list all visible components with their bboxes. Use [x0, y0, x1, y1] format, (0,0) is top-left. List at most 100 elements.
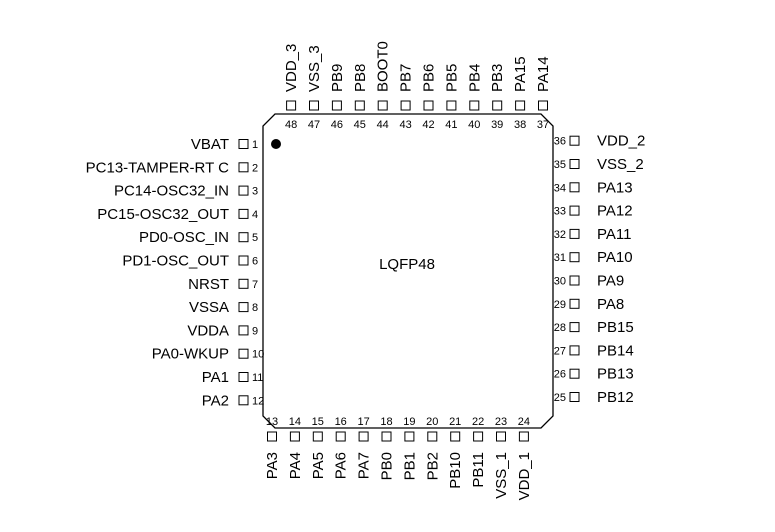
pin-label: PA8: [597, 296, 624, 313]
pin-number: 16: [335, 416, 347, 428]
chip-body-outline: [262, 113, 554, 429]
pin-label: PA3: [264, 452, 281, 479]
pin-number: 3: [252, 186, 258, 198]
pin-number: 5: [252, 232, 258, 244]
pin-label: PA1: [202, 369, 229, 386]
pin-pad: [492, 100, 503, 111]
pin-label: PD1-OSC_OUT: [122, 253, 229, 270]
pin-label: VSS_3: [306, 45, 323, 92]
pin-number: 31: [554, 252, 566, 264]
pin-label: PA11: [597, 226, 631, 243]
pin-pad: [423, 100, 434, 111]
pin-label: PA9: [597, 273, 624, 290]
pin-label: PA4: [287, 452, 304, 479]
pin-number: 43: [399, 119, 411, 131]
pin-label: PA15: [512, 56, 529, 92]
pin-pad: [238, 232, 249, 243]
pin-number: 44: [377, 119, 389, 131]
pin-pad: [569, 135, 580, 146]
pin-number: 10: [252, 349, 264, 361]
pin-pad: [354, 100, 365, 111]
pin-number: 15: [312, 416, 324, 428]
pin-pad: [496, 431, 506, 442]
pin-pad: [569, 298, 580, 309]
pin-label: VBAT: [191, 136, 229, 153]
pin-pad: [569, 159, 580, 169]
pin-pad: [473, 431, 484, 442]
pin-label: PB4: [466, 64, 483, 92]
pin-number: 11: [252, 372, 263, 384]
pin-number: 37: [537, 119, 549, 131]
pin-pad: [538, 100, 548, 111]
pin-number: 12: [252, 395, 264, 407]
pin-number: 46: [331, 119, 343, 131]
pin-pad: [238, 255, 249, 266]
pin-number: 34: [554, 182, 566, 194]
pin-pad: [518, 431, 529, 442]
pin-pad: [309, 100, 319, 111]
pin-number: 21: [449, 416, 461, 428]
pin-pad: [358, 431, 369, 442]
pin-label: PA6: [333, 452, 350, 479]
pin-number: 7: [252, 279, 258, 291]
pin-number: 18: [380, 416, 392, 428]
pin-pad: [377, 100, 388, 111]
pin-label: PC14-OSC32_IN: [114, 183, 229, 200]
pin-label: PB11: [470, 452, 487, 488]
pin-number: 4: [252, 209, 258, 221]
pin-label: PA7: [356, 452, 373, 479]
pin-label: PB1: [401, 452, 418, 480]
pin-label: PB9: [329, 64, 346, 92]
pin-label: VDDA: [187, 322, 229, 339]
pin-number: 38: [514, 119, 526, 131]
pin-pad: [335, 431, 346, 442]
pin-label: PA10: [597, 249, 633, 266]
pin-pad: [238, 325, 249, 336]
pin-pad: [267, 431, 277, 442]
pin-pad: [469, 100, 480, 111]
pin-label: PB13: [597, 366, 634, 383]
pin-number: 27: [554, 345, 566, 357]
pin-pad: [569, 345, 580, 356]
pin-label: PA5: [310, 452, 327, 479]
pin-label: PB10: [447, 452, 464, 489]
pin-number: 36: [554, 136, 566, 148]
pin-number: 28: [554, 322, 566, 334]
pin-number: 30: [554, 276, 566, 288]
pin-number: 9: [252, 325, 258, 337]
pin-label: VSS_2: [597, 156, 644, 173]
pin-label: PA13: [597, 179, 633, 196]
pin-label: PB3: [489, 64, 506, 92]
pin-pad: [331, 100, 342, 111]
pin-number: 40: [468, 119, 480, 131]
pin-pad: [569, 252, 580, 263]
pin-number: 13: [266, 416, 278, 428]
pin-label: NRST: [188, 276, 229, 293]
pin-pad: [569, 392, 580, 402]
pin-pad: [286, 100, 297, 111]
pin-label: PB14: [597, 342, 634, 359]
pin-pad: [238, 302, 249, 313]
pin-pad: [404, 431, 415, 442]
pin-pad: [446, 100, 457, 111]
pin-number: 22: [472, 416, 484, 428]
pin-label: PC15-OSC32_OUT: [97, 206, 229, 223]
pin-pad: [312, 431, 323, 442]
pin-pad: [569, 182, 580, 193]
pin-pad: [238, 278, 249, 289]
pin-pad: [238, 395, 249, 406]
pin-number: 14: [289, 416, 301, 428]
pin-number: 23: [495, 416, 507, 428]
pin-pad: [238, 139, 249, 149]
pin-label: VSS_1: [493, 452, 510, 499]
pin-label: VSSA: [189, 299, 229, 316]
pin-number: 1: [252, 139, 258, 151]
pin-number: 26: [554, 369, 566, 381]
pin-label: PB8: [352, 64, 369, 92]
pin-label: PB0: [379, 452, 396, 480]
pin-label: PB15: [597, 319, 634, 336]
pin-pad: [238, 162, 249, 173]
pin-pad: [450, 431, 461, 442]
